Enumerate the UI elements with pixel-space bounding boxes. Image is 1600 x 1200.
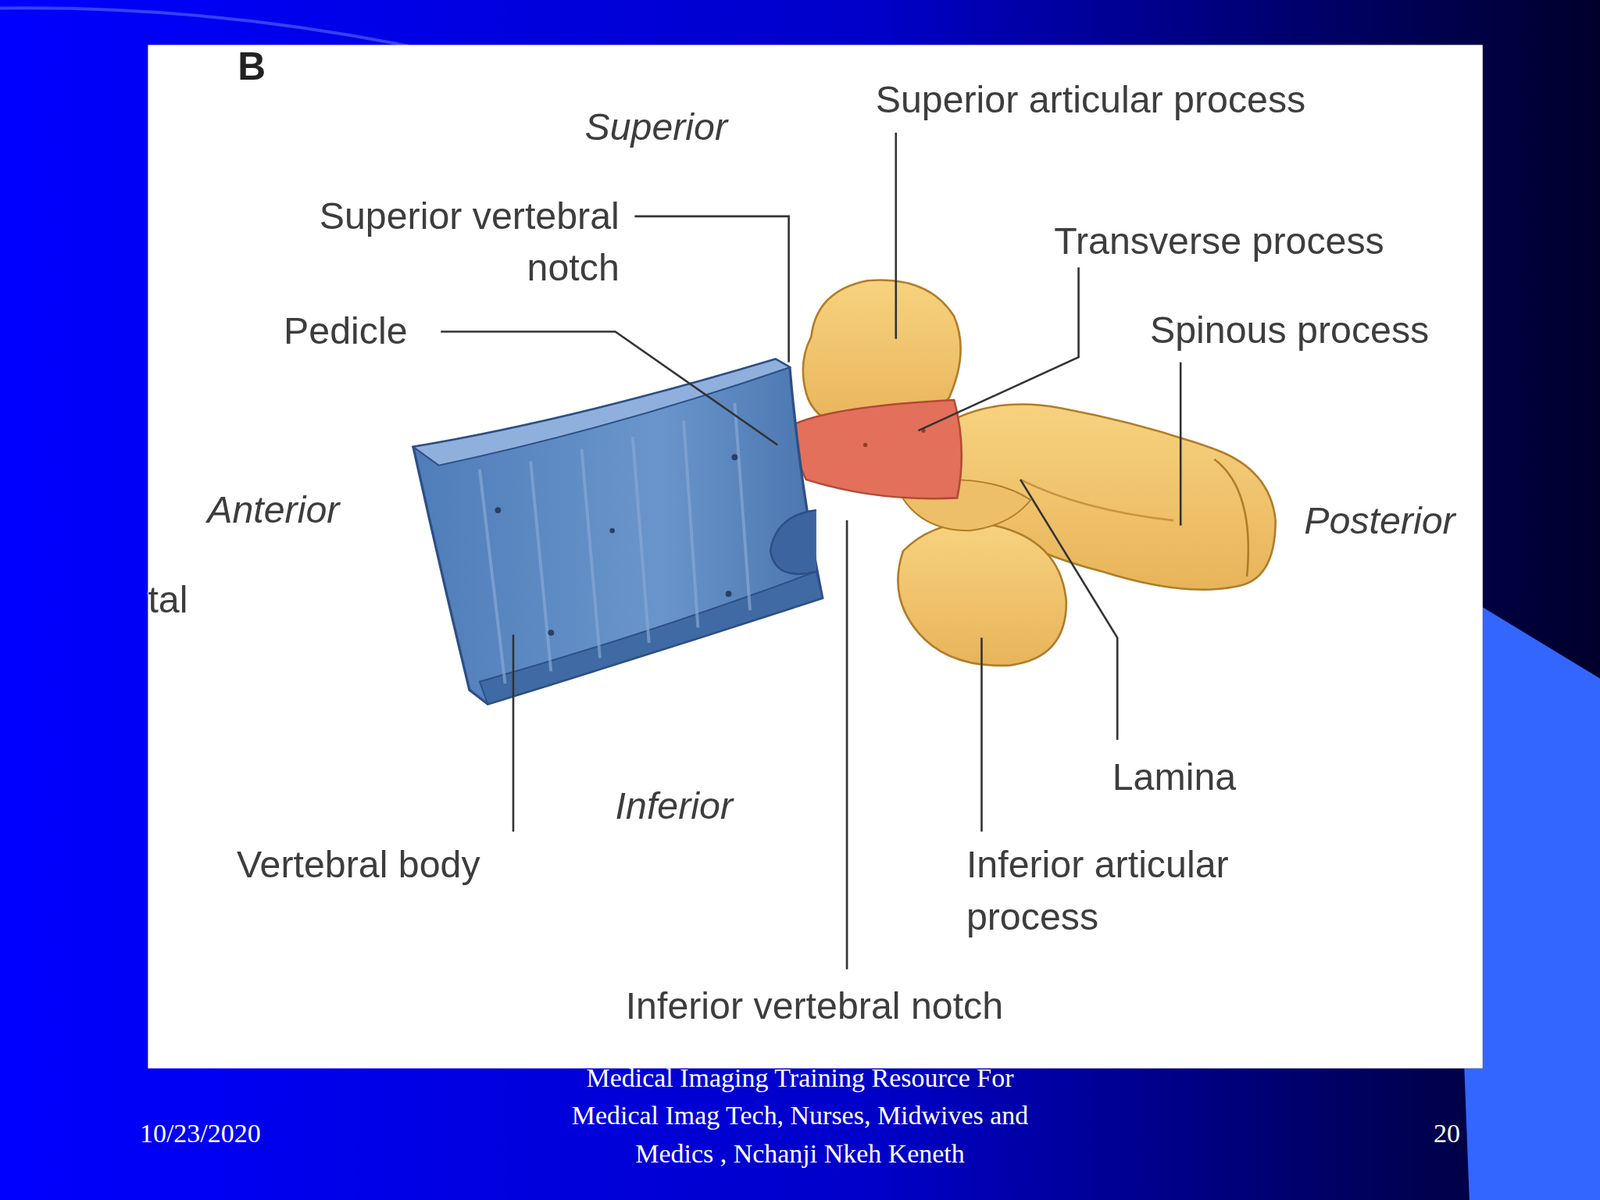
part-label: Inferior articular process [966,839,1293,943]
part-label: Superior articular process [875,77,1307,122]
direction-label: Superior [584,105,728,150]
pedicle-dot [863,442,868,447]
slide-number: 20 [1433,1118,1461,1150]
slide-date: 10/23/2020 [139,1118,261,1150]
decor-arc [0,7,408,47]
decor-shape [1464,607,1600,1200]
foramina-dots [494,453,738,636]
body-stripes [479,403,750,684]
part-label: Vertebral body [236,842,481,888]
bone-contour [1020,479,1174,521]
direction-label: Posterior [1303,499,1455,544]
bone-contour [1214,459,1249,577]
endplate-rim [479,571,823,704]
cut-off-label: tal [147,577,188,622]
pedicle-stump [770,510,817,575]
part-label: Inferior vertebral notch [625,983,1004,1029]
part-label: Superior vertebral notch [252,189,620,294]
part-label: Lamina [1112,755,1237,800]
vertebral-body-shape [413,359,823,704]
panel-letter: B [237,43,266,89]
footer-text: Medical Imaging Training Resource For Me… [560,1059,1040,1173]
figure-panel [147,44,1483,1068]
part-label: Transverse process [1053,219,1385,265]
part-label: Pedicle [283,309,408,354]
direction-label: Anterior [207,487,340,533]
part-label: Spinous process [1150,307,1429,353]
pedicle-shape [794,400,962,499]
direction-label: Inferior [615,783,733,829]
endplate-rim [413,359,790,466]
